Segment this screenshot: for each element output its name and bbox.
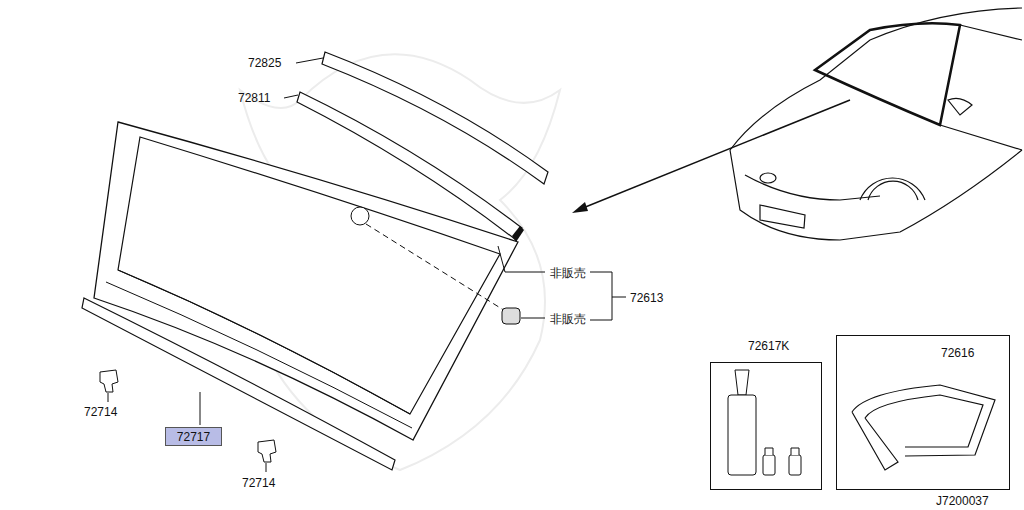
callout-number: 72613 [630, 291, 663, 305]
leader-lines [108, 58, 626, 472]
callout-number: 72811 [238, 91, 270, 105]
kit-box: 72617K [710, 362, 822, 490]
note-label: 非販売 [550, 266, 586, 280]
note-label: 非販売 [550, 312, 586, 326]
callout-number: 72717 [177, 430, 210, 444]
windshield-glass [94, 122, 518, 440]
moulding [322, 52, 548, 184]
callout-number: 72617K [748, 339, 789, 353]
callout-number: 72616 [941, 346, 974, 360]
callout-number: 72714 [84, 405, 117, 419]
callout-number: 72825 [248, 56, 281, 70]
spacer-box: 72616 [836, 335, 1010, 490]
callout-number: 72714 [242, 476, 275, 490]
car-illustration [730, 8, 1022, 240]
highlighted-part-box: 72717 [165, 427, 222, 446]
diagram-code: J7200037 [936, 494, 989, 508]
